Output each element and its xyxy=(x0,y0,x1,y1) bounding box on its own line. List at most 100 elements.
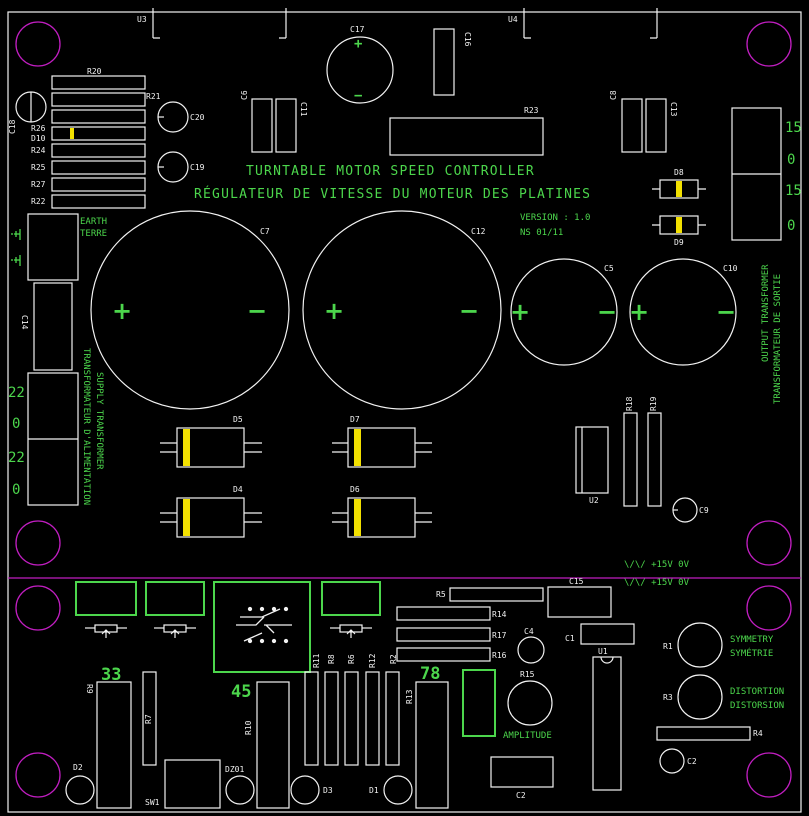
ic-u2 xyxy=(575,426,609,494)
ref-c5: C5 xyxy=(604,264,614,273)
ref-c10: C10 xyxy=(723,264,738,273)
ref-r18: R18 xyxy=(625,396,634,411)
earth-connector xyxy=(27,213,79,281)
resistor-r6 xyxy=(344,671,359,766)
tap-in-22b: 22 xyxy=(8,450,25,466)
mounting-hole xyxy=(15,585,61,631)
terre-label: TERRE xyxy=(80,229,107,239)
capacitor-c13 xyxy=(645,98,667,153)
capacitor-c10 xyxy=(629,258,737,366)
ref-c15: C15 xyxy=(569,577,584,586)
ref-r27: R27 xyxy=(31,180,46,189)
earth-label: EARTH xyxy=(80,217,107,227)
ref-d2: D2 xyxy=(73,763,83,772)
ref-r9: R9 xyxy=(85,684,94,694)
resistor-r20 xyxy=(51,75,146,90)
mounting-hole xyxy=(746,520,792,566)
tap-out-0b: 0 xyxy=(787,218,795,234)
resistor-r14 xyxy=(396,606,491,621)
ref-r15: R15 xyxy=(520,670,535,679)
trimmer-78 xyxy=(321,581,381,638)
resistor-r22 xyxy=(51,194,146,209)
resistor-r7 xyxy=(142,671,157,766)
speed-33: 33 xyxy=(101,665,121,685)
ref-r23: R23 xyxy=(524,106,539,115)
distortion-label: DISTORTION xyxy=(730,687,784,697)
ref-r13: R13 xyxy=(405,689,414,704)
rail-label-upper: \/\/ +15V 0V xyxy=(624,560,690,570)
resistor-r24 xyxy=(51,143,146,158)
ground-icon xyxy=(11,229,21,240)
ref-c14: C14 xyxy=(20,315,29,330)
resistor-r21 xyxy=(51,92,146,107)
supply-transformer-fr: TRANSFORMATEUR D'ALIMENTATION xyxy=(81,348,91,505)
ref-r5: R5 xyxy=(436,590,446,599)
tap-out-15a: 15 xyxy=(785,120,802,136)
capacitor-c4 xyxy=(517,636,545,664)
resistor-r13 xyxy=(415,681,449,809)
ref-r14: R14 xyxy=(492,610,507,619)
rail-label-lower: \/\/ +15V 0V xyxy=(624,578,690,588)
resistor-r10 xyxy=(256,681,290,809)
trimmer-33 xyxy=(75,581,137,638)
ref-d10: D10 xyxy=(31,134,46,143)
ref-c9: C9 xyxy=(699,506,709,515)
resistor-r8 xyxy=(324,671,339,766)
capacitor-c2 xyxy=(490,756,554,788)
ref-r19: R19 xyxy=(649,396,658,411)
resistor-r4 xyxy=(656,726,751,741)
ref-r24: R24 xyxy=(31,146,46,155)
ref-c13: C13 xyxy=(669,102,678,117)
tap-out-15b: 15 xyxy=(785,183,802,199)
board-outline xyxy=(7,11,802,813)
ref-sw1: SW1 xyxy=(145,798,160,807)
regulator-u3 xyxy=(152,8,287,39)
resistor-r25 xyxy=(51,160,146,175)
diode-d4 xyxy=(160,497,262,538)
capacitor-c12 xyxy=(302,210,502,410)
mounting-hole xyxy=(15,21,61,67)
diode-d7 xyxy=(332,427,432,468)
capacitor-c11 xyxy=(275,98,297,153)
ref-c1: C1 xyxy=(565,634,575,643)
resistor-r27 xyxy=(51,177,146,192)
mounting-hole xyxy=(15,520,61,566)
ref-c18: C18 xyxy=(8,119,17,134)
ref-d5: D5 xyxy=(233,415,243,424)
tap-in-22a: 22 xyxy=(8,385,25,401)
ref-r6: R6 xyxy=(347,654,356,664)
ref-d6: D6 xyxy=(350,485,360,494)
diode-d10-band xyxy=(70,128,74,139)
resistor-r19 xyxy=(647,412,662,507)
c5-minus: − xyxy=(597,298,617,326)
ref-r8: R8 xyxy=(327,654,336,664)
ref-c2: C2 xyxy=(516,791,526,800)
mounting-holes xyxy=(15,21,792,798)
regulator-u4 xyxy=(523,8,658,39)
output-transformer-en: OUTPUT TRANSFORMER xyxy=(761,264,771,362)
ref-r21: R21 xyxy=(146,92,161,101)
board-version: VERSION : 1.0 xyxy=(520,213,590,223)
trimmer-r1 xyxy=(677,622,723,668)
tap-in-0a: 0 xyxy=(12,416,20,432)
board-date: NS 01/11 xyxy=(520,228,563,238)
ref-c7: C7 xyxy=(260,227,270,236)
diode-d9-band xyxy=(676,217,682,233)
ref-d1: D1 xyxy=(369,786,379,795)
ref-r20: R20 xyxy=(87,67,102,76)
ref-r1: R1 xyxy=(663,642,673,651)
resistor-r9 xyxy=(96,681,132,809)
c12-minus: − xyxy=(459,297,479,325)
capacitor-c7 xyxy=(90,210,290,410)
diode-d3 xyxy=(290,775,320,805)
switch-sw1 xyxy=(164,759,221,809)
ref-d3: D3 xyxy=(323,786,333,795)
ref-d4: D4 xyxy=(233,485,243,494)
ref-c20: C20 xyxy=(190,113,205,122)
ref-r26: R26 xyxy=(31,124,46,133)
ref-r10: R10 xyxy=(244,720,253,735)
supply-transformer-en: SUPPLY TRANSFORMER xyxy=(94,372,104,470)
distorsion-label: DISTORSION xyxy=(730,701,784,711)
resistor-r5 xyxy=(449,587,544,602)
